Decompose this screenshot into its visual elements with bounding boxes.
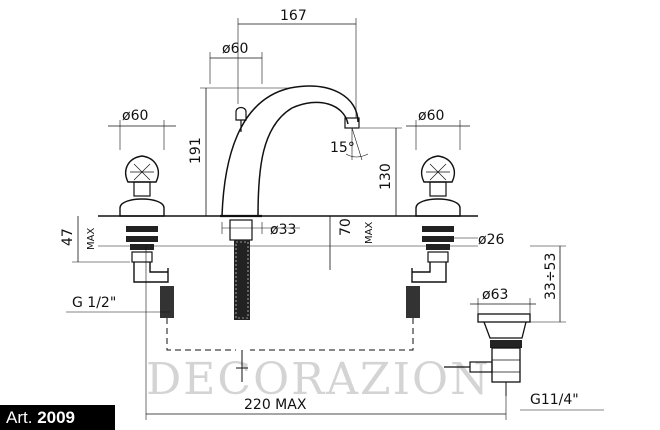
popup-waste bbox=[444, 313, 531, 396]
left-valve-body bbox=[126, 226, 174, 318]
dim-dia63: ø63 bbox=[470, 287, 536, 314]
svg-text:33÷53: 33÷53 bbox=[543, 253, 559, 300]
svg-text:15°: 15° bbox=[330, 140, 355, 156]
svg-text:220 MAX: 220 MAX bbox=[244, 397, 307, 413]
spout-shank bbox=[234, 240, 250, 320]
dim-47-max: 47 MAX bbox=[60, 216, 130, 263]
dim-g-half: G 1/2" bbox=[66, 295, 170, 313]
right-hose bbox=[250, 318, 414, 351]
svg-text:191: 191 bbox=[188, 137, 204, 164]
svg-text:167: 167 bbox=[280, 8, 307, 24]
svg-text:ø60: ø60 bbox=[418, 108, 444, 124]
svg-text:G 1/2": G 1/2" bbox=[72, 295, 116, 311]
article-prefix: Art. bbox=[6, 408, 33, 427]
watermark: DECORAZION bbox=[146, 354, 491, 405]
svg-text:MAX: MAX bbox=[364, 222, 375, 244]
svg-text:70: 70 bbox=[338, 218, 354, 236]
spout-base bbox=[229, 219, 253, 241]
svg-text:47: 47 bbox=[60, 228, 76, 246]
dim-dia26: ø26 bbox=[454, 232, 504, 248]
dim-130: 130 bbox=[360, 127, 402, 216]
svg-text:ø26: ø26 bbox=[478, 232, 504, 248]
article-label: Art. 2009 bbox=[0, 405, 115, 430]
svg-text:ø60: ø60 bbox=[122, 108, 148, 124]
dim-g-1-1-4: G11/4" bbox=[520, 392, 604, 411]
dim-dia60-left: ø60 bbox=[108, 108, 176, 150]
dim-191: 191 bbox=[188, 87, 290, 216]
svg-text:ø63: ø63 bbox=[482, 287, 508, 303]
dim-dia60-right: ø60 bbox=[406, 108, 470, 150]
dim-167: 167 bbox=[237, 8, 357, 118]
dim-15-degrees: 15° bbox=[330, 127, 369, 161]
right-valve-body bbox=[406, 226, 454, 318]
svg-text:ø33: ø33 bbox=[270, 222, 296, 238]
left-hose bbox=[166, 318, 236, 351]
dim-33-53: 33÷53 bbox=[530, 245, 566, 323]
dim-220-max: 220 MAX bbox=[145, 246, 507, 420]
dim-70-max: 70 MAX bbox=[329, 216, 375, 270]
svg-text:130: 130 bbox=[378, 163, 394, 190]
dim-dia60-center: ø60 bbox=[209, 41, 263, 84]
svg-text:MAX: MAX bbox=[86, 228, 97, 250]
right-handle bbox=[415, 155, 461, 217]
article-number: 2009 bbox=[37, 408, 76, 427]
dim-dia33: ø33 bbox=[221, 222, 300, 238]
lift-rod-knob bbox=[235, 106, 247, 132]
svg-text:G11/4": G11/4" bbox=[530, 392, 579, 408]
left-handle bbox=[119, 155, 165, 217]
svg-text:ø60: ø60 bbox=[222, 41, 248, 57]
